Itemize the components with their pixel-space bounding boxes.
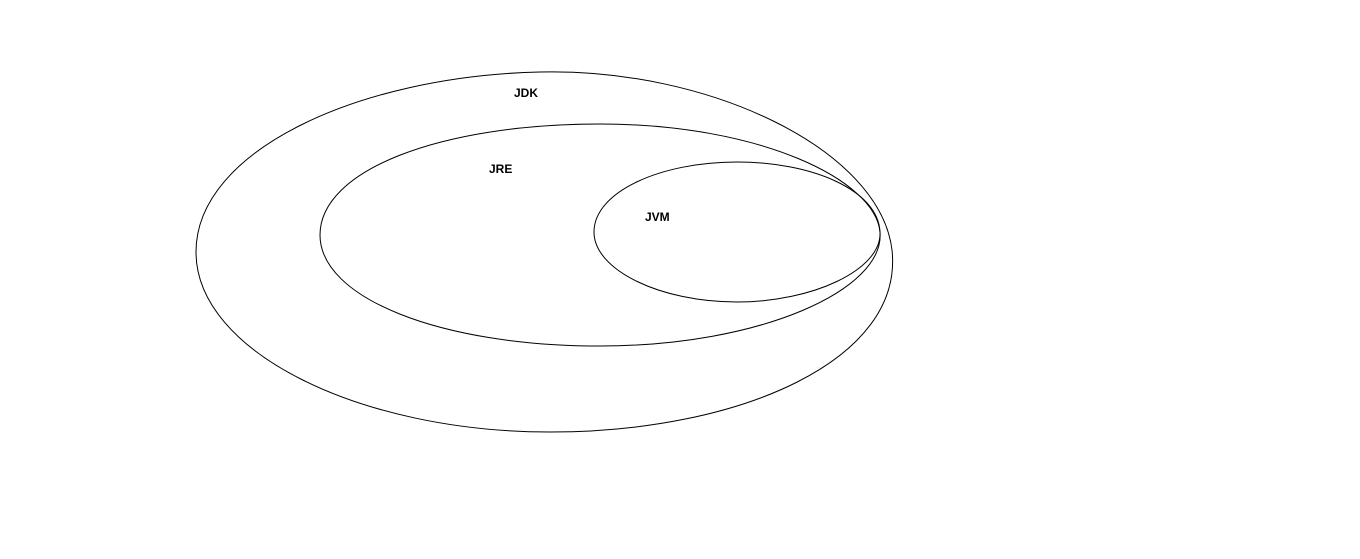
jdk-ellipse xyxy=(195,71,894,433)
jre-label: JRE xyxy=(489,162,512,176)
jvm-ellipse xyxy=(593,161,881,303)
jdk-label: JDK xyxy=(514,86,538,100)
jvm-label: JVM xyxy=(645,210,670,224)
jre-ellipse xyxy=(319,123,881,347)
